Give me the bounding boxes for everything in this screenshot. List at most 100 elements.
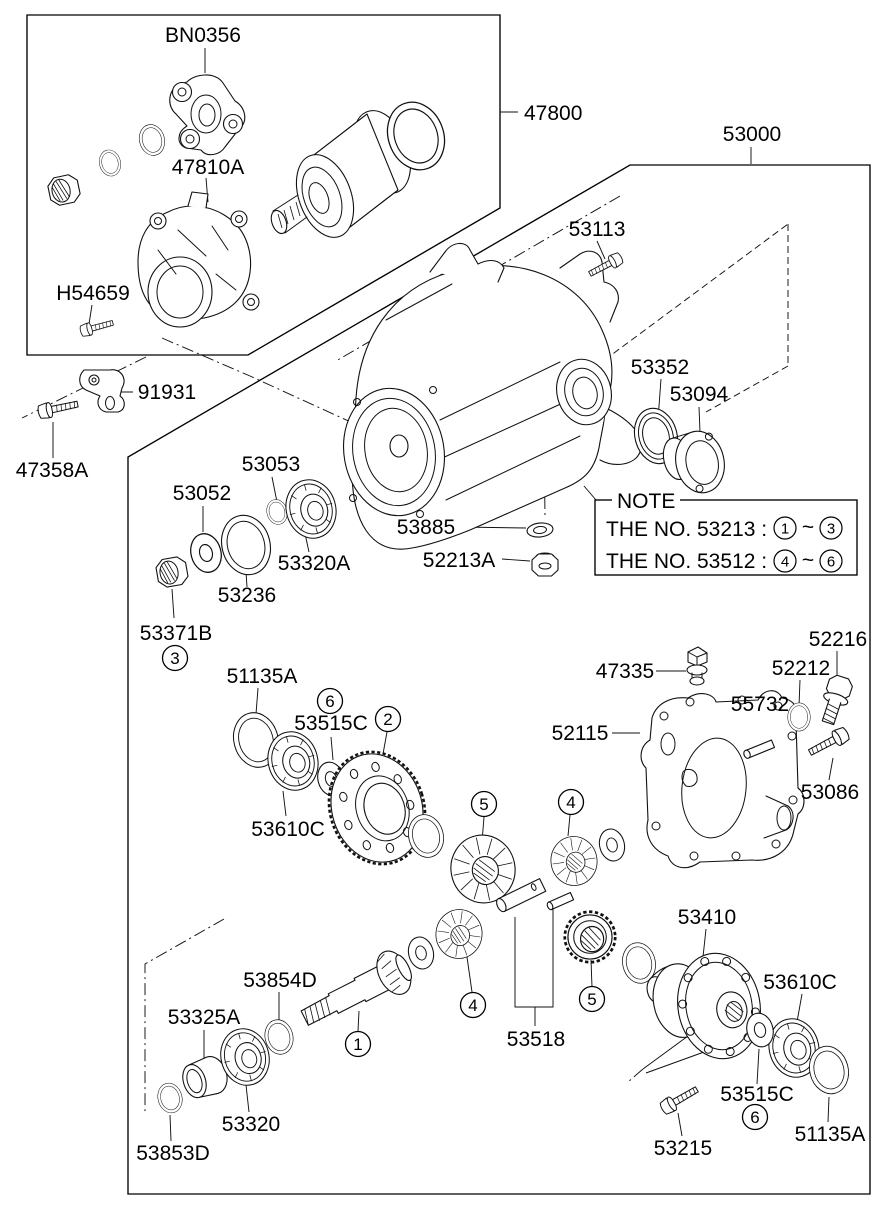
- circled-callouts: 3 6 2 5 4 4 5 1 6: [161, 644, 769, 1131]
- label-53352: 53352: [631, 356, 689, 379]
- label-53885: 53885: [397, 516, 455, 539]
- note-row2-from-callout: 4: [773, 549, 797, 573]
- bolt-53086: [805, 725, 852, 761]
- bolt-h54659: [78, 316, 115, 339]
- dowel-pin-55732: [743, 739, 776, 759]
- label-55732: 55732: [731, 693, 789, 716]
- label-h54659: H54659: [56, 282, 130, 305]
- label-53518: 53518: [507, 1028, 565, 1051]
- callout-5-upper: 5: [470, 790, 498, 818]
- svg-text:2: 2: [383, 710, 392, 729]
- ring-gear: [327, 750, 427, 866]
- label-bn0356: BN0356: [165, 24, 241, 47]
- pinion-gear-upper: [547, 833, 601, 889]
- svg-text:5: 5: [587, 990, 596, 1009]
- coupling-housing-47810a: [137, 191, 260, 328]
- callout-4-upper: 4: [557, 788, 585, 816]
- note-row2-text: THE NO. 53512 :: [606, 550, 767, 573]
- label-91931: 91931: [138, 381, 196, 404]
- sub-assembly-box-47800: [26, 14, 501, 356]
- svg-text:4: 4: [781, 554, 789, 571]
- side-flange-53094: [662, 430, 725, 494]
- carrier-cover-52115: [640, 690, 805, 869]
- note-row1-tilde: ~: [802, 516, 814, 539]
- note-row1-to-callout: 3: [819, 516, 843, 540]
- label-53053: 53053: [242, 453, 300, 476]
- differential-case-53410: [646, 952, 761, 1060]
- label-53215: 53215: [654, 1137, 712, 1160]
- callout-3: 3: [161, 644, 189, 672]
- label-53325a: 53325A: [168, 1006, 240, 1029]
- bearing-53320a: [278, 473, 344, 545]
- label-47810a: 47810A: [172, 156, 244, 179]
- side-gear-right: [563, 910, 617, 964]
- note-row1-text: THE NO. 53213 :: [606, 518, 767, 541]
- ring-53853d: [154, 1080, 186, 1116]
- label-51135a-front: 51135A: [227, 665, 298, 688]
- label-52216: 52216: [809, 628, 867, 651]
- label-53371b: 53371B: [140, 622, 212, 645]
- svg-text:1: 1: [353, 1035, 362, 1054]
- viscous-coupling-drum: [270, 110, 412, 238]
- svg-text:4: 4: [566, 793, 575, 812]
- spacer-53236: [214, 509, 278, 581]
- label-53854d: 53854D: [243, 969, 317, 992]
- part-labels: BN0356 47810A H54659 47800 53000 53113 9…: [16, 24, 867, 1165]
- svg-text:1: 1: [781, 521, 789, 538]
- label-52213a: 52213A: [423, 549, 495, 572]
- label-53236: 53236: [218, 584, 276, 607]
- pinion-shim: [404, 933, 438, 973]
- label-53086: 53086: [801, 781, 859, 804]
- callout-6-front: 6: [316, 687, 344, 715]
- label-53515c-rear: 53515C: [720, 1083, 794, 1106]
- note-row2-to-callout: 6: [819, 549, 843, 573]
- lock-pin-53518: [546, 891, 575, 911]
- callout-6-rear: 6: [741, 1103, 769, 1131]
- note-box: NOTE THE NO. 53213 : 1 ~ 3 THE NO. 53512…: [594, 490, 858, 576]
- note-title: NOTE: [617, 490, 675, 513]
- assembly-box-53000: [127, 164, 871, 1195]
- callout-5-lower: 5: [578, 985, 606, 1013]
- thrust-washer-upper: [595, 825, 629, 865]
- svg-text:5: 5: [479, 795, 488, 814]
- washer-53052: [185, 529, 227, 577]
- filler-plug-52216: [821, 674, 853, 726]
- svg-text:6: 6: [750, 1108, 759, 1127]
- coupling-lock-nut: [45, 172, 83, 208]
- pinion-gear-lower: [432, 906, 486, 962]
- label-53410: 53410: [678, 906, 736, 929]
- label-53853d: 53853D: [136, 1142, 210, 1165]
- label-52212: 52212: [772, 657, 830, 680]
- label-52115: 52115: [552, 722, 609, 745]
- coupling-spacer-ring: [135, 121, 169, 159]
- svg-text:3: 3: [827, 521, 835, 538]
- label-53113: 53113: [569, 218, 626, 241]
- o-ring-52212: [787, 702, 811, 732]
- washer-53885: [526, 522, 554, 538]
- label-51135a-rear: 51135A: [795, 1123, 866, 1146]
- label-53610c-rear: 53610C: [763, 971, 837, 994]
- air-breather-47335: [686, 646, 708, 686]
- callout-2: 2: [374, 705, 402, 733]
- note-row1-from-callout: 1: [773, 516, 797, 540]
- label-53515c-front: 53515C: [294, 712, 368, 735]
- drain-plug-52213a: [531, 552, 559, 577]
- bracket-91931: [79, 369, 125, 413]
- pinion-nut-53371b: [154, 555, 190, 589]
- collar-53325a: [182, 1056, 228, 1099]
- svg-text:6: 6: [325, 692, 334, 711]
- flange-yoke-bn0356: [169, 74, 246, 156]
- label-47800: 47800: [524, 102, 582, 125]
- svg-text:4: 4: [468, 996, 477, 1015]
- note-row2-tilde: ~: [802, 549, 814, 572]
- label-53320a: 53320A: [278, 552, 350, 575]
- label-53000: 53000: [723, 123, 781, 146]
- drive-pinion-shaft: [300, 950, 412, 1026]
- coupling-lock-washer: [96, 147, 124, 179]
- differential-carrier-housing: [342, 242, 642, 550]
- label-53610c-front: 53610C: [251, 818, 325, 841]
- callout-1: 1: [344, 1030, 372, 1058]
- label-47358a: 47358A: [16, 459, 88, 482]
